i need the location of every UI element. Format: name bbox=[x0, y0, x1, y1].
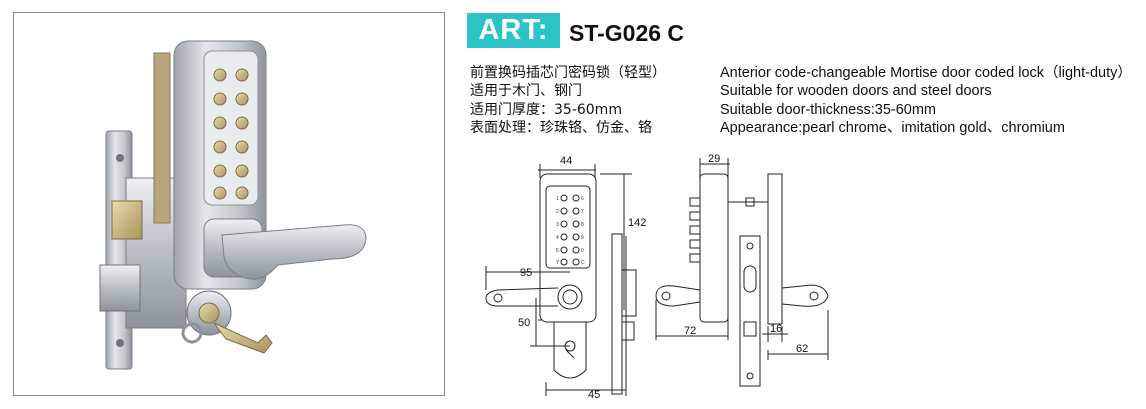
key-label: 8 bbox=[581, 222, 584, 228]
spec-list-chinese: 前置换码插芯门密码锁（轻型） 适用于木门、钢门 适用门厚度：35-60mm 表面… bbox=[470, 64, 666, 137]
lever-handle bbox=[221, 224, 367, 280]
lock-product-illustration bbox=[99, 40, 367, 370]
art-badge: ART: bbox=[467, 13, 560, 48]
spec-cn-line: 前置换码插芯门密码锁（轻型） bbox=[470, 65, 666, 81]
key-label: 2 bbox=[556, 209, 559, 215]
key-label: 7 bbox=[581, 209, 584, 215]
spec-en-line: Suitable for wooden doors and steel door… bbox=[720, 83, 992, 100]
side-view-drawing bbox=[655, 158, 829, 387]
key-label: 4 bbox=[556, 235, 559, 241]
dim-front-height: 142 bbox=[628, 217, 646, 229]
keypad-panel bbox=[203, 50, 259, 206]
model-number: ST-G026 C bbox=[569, 20, 685, 46]
dim-front-width: 44 bbox=[560, 155, 572, 167]
spec-en-line: Appearance:pearl chrome、imitation gold、c… bbox=[720, 119, 1065, 136]
latch-bolt bbox=[111, 200, 143, 240]
keypad-key-labels: 1 2 3 4 5 Y 6 7 8 9 0 C bbox=[556, 196, 585, 266]
deadbolt bbox=[99, 264, 141, 312]
key-icon bbox=[213, 322, 273, 354]
key-label: Y bbox=[556, 260, 560, 266]
screw-hole bbox=[116, 339, 124, 347]
spec-en-line: Suitable door-thickness:35-60mm bbox=[720, 101, 936, 118]
key-label: 1 bbox=[556, 196, 559, 202]
spec-cn-line: 适用门厚度：35-60mm bbox=[470, 101, 622, 118]
dim-rear-handle: 62 bbox=[796, 343, 808, 355]
door-strip bbox=[153, 52, 171, 224]
key-label: 0 bbox=[581, 248, 584, 254]
key-ring bbox=[181, 322, 203, 344]
key-label: 9 bbox=[581, 235, 584, 241]
product-photo-frame bbox=[13, 12, 445, 396]
dim-cylinder-offset: 50 bbox=[518, 317, 530, 329]
keypad-buttons bbox=[213, 68, 249, 200]
key-label: C bbox=[581, 260, 585, 266]
spec-en-line: Anterior code-changeable Mortise door co… bbox=[720, 65, 1132, 81]
spec-cn-line: 适用于木门、钢门 bbox=[470, 83, 582, 100]
front-view-drawing bbox=[485, 164, 637, 396]
dim-handle-length: 95 bbox=[520, 267, 532, 279]
dim-backset: 45 bbox=[588, 389, 600, 401]
spec-cn-line: 表面处理：珍珠铬、仿金、铬 bbox=[470, 119, 652, 136]
key-label: 5 bbox=[556, 248, 559, 254]
spec-list-english: Anterior code-changeable Mortise door co… bbox=[720, 64, 1132, 137]
key-label: 6 bbox=[581, 196, 584, 202]
dim-side-handle: 72 bbox=[684, 325, 696, 337]
dim-door-gap: 16 bbox=[770, 323, 782, 335]
screw-hole bbox=[116, 154, 124, 162]
key-label: 3 bbox=[556, 222, 559, 228]
dim-side-depth: 29 bbox=[708, 153, 720, 165]
technical-drawings: 1 2 3 4 5 Y 6 7 8 9 0 C 44 142 95 50 45 … bbox=[485, 153, 829, 401]
